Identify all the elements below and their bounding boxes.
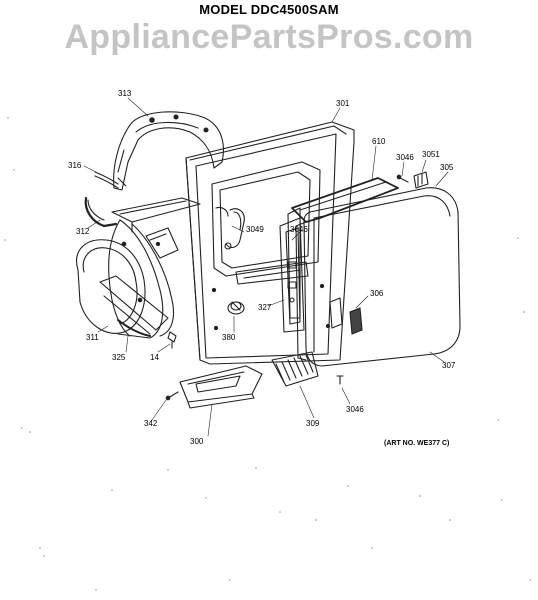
- part-label-300: 300: [190, 437, 204, 446]
- part-label-3046: 3046: [396, 153, 414, 162]
- part-label-327: 327: [258, 303, 272, 312]
- model-title: MODEL DDC4500SAM: [199, 2, 339, 17]
- part-label-309: 309: [306, 419, 320, 428]
- screw-3046-bottom: [336, 375, 344, 385]
- part-label-3046-door: 3046: [290, 225, 308, 234]
- part-label-342: 342: [144, 419, 158, 428]
- strike-3051: [413, 171, 429, 189]
- inner-door-327: [279, 217, 305, 333]
- part-label-312: 312: [76, 227, 90, 236]
- lint-housing-300: [179, 365, 263, 409]
- part-label-3046-bottom: 3046: [346, 405, 364, 414]
- part-label-316: 316: [68, 161, 82, 170]
- screw-342: [165, 391, 179, 401]
- knob-380: [227, 301, 245, 315]
- drum-front-assembly: [76, 196, 201, 339]
- part-label-14: 14: [150, 353, 159, 362]
- part-label-301: 301: [336, 99, 350, 108]
- seal-316: [94, 171, 119, 189]
- scan-specks: [4, 117, 531, 591]
- outer-door-307: [295, 187, 461, 367]
- watermark-text: AppliancePartsPros.com: [64, 18, 474, 56]
- part-label-307: 307: [442, 361, 456, 370]
- part-label-311: 311: [86, 333, 99, 342]
- part-label-3051: 3051: [422, 150, 440, 159]
- part-label-3049: 3049: [246, 225, 264, 234]
- part-label-313: 313: [118, 89, 132, 98]
- part-label-306: 306: [370, 289, 384, 298]
- screw-3046-top: [396, 174, 409, 183]
- part-label-325: 325: [112, 353, 126, 362]
- part-label-380: 380: [222, 333, 236, 342]
- art-number: (ART NO. WE377 C): [384, 440, 450, 447]
- toe-grille-309: [271, 351, 319, 387]
- screw-14: [167, 331, 177, 349]
- front-panel-301: [185, 121, 355, 365]
- leader-lines: [83, 97, 449, 437]
- part-label-305: 305: [440, 163, 454, 172]
- part-label-610: 610: [372, 137, 386, 146]
- blower-housing-313: [113, 111, 224, 191]
